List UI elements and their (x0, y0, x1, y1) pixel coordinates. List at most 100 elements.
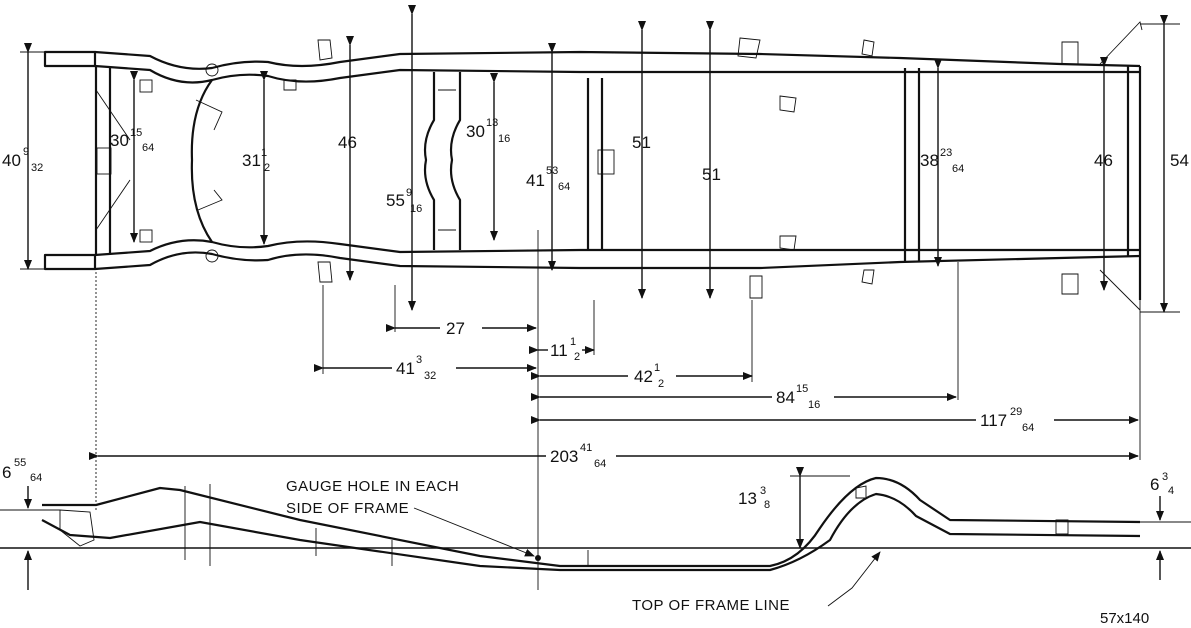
svg-text:16: 16 (808, 399, 820, 411)
fourth-crossmember (903, 68, 921, 262)
front-horn-side (59, 509, 95, 547)
rear-crossmember (1126, 66, 1142, 300)
small-bracket (283, 79, 297, 91)
dim-front-inner: 30 15 64 (110, 127, 154, 154)
svg-text:64: 64 (558, 181, 570, 193)
dim-51-b: 51 (702, 165, 721, 184)
spring-eye-front-top (205, 63, 219, 77)
svg-text:64: 64 (30, 472, 42, 484)
svg-text:4: 4 (1168, 485, 1174, 497)
gauge-hole-note: GAUGE HOLE IN EACH SIDE OF FRAME (286, 478, 535, 557)
dim-front-height: 6 55 64 (2, 457, 42, 484)
side-rail-bottom-outer (94, 251, 1141, 271)
dim-27: 27 (386, 319, 537, 338)
svg-text:64: 64 (1022, 422, 1034, 434)
side-view-dims (24, 467, 1164, 590)
figure-code: 57x140 (1100, 610, 1149, 627)
svg-text:32: 32 (31, 162, 43, 174)
svg-text:6: 6 (2, 463, 11, 482)
rear-hangers (1061, 41, 1079, 295)
center-crossmember-bolts (438, 89, 456, 231)
dim-kick-height: 13 3 8 (738, 485, 770, 511)
side-view-frame (0, 476, 1191, 572)
extension-lines (95, 230, 1141, 590)
gauge-hole (535, 555, 541, 561)
center-crossmember (423, 72, 462, 250)
svg-text:38: 38 (920, 151, 939, 170)
svg-text:64: 64 (952, 163, 964, 175)
plan-vertical-dims (20, 5, 1180, 313)
front-crossmember (94, 66, 112, 255)
plan-view-frame (43, 21, 1143, 311)
hangers-front (317, 39, 333, 283)
front-horn-bottom (43, 253, 97, 271)
second-crossmember-gussets (195, 99, 223, 211)
svg-text:16: 16 (498, 133, 510, 145)
svg-text:42: 42 (634, 367, 653, 386)
svg-text:11: 11 (550, 341, 568, 360)
side-rail-top-inner (94, 64, 1140, 84)
second-crossmember (190, 79, 213, 243)
bolt-block-1 (139, 79, 153, 93)
dim-117: 117 29 64 (531, 406, 1139, 434)
svg-text:84: 84 (776, 388, 795, 407)
svg-text:53: 53 (546, 165, 558, 177)
svg-text:41: 41 (580, 442, 592, 454)
front-braces (95, 89, 131, 231)
hangers-far-rear (861, 39, 875, 285)
svg-text:32: 32 (424, 370, 436, 382)
svg-text:55: 55 (386, 191, 405, 210)
svg-text:30: 30 (110, 131, 129, 150)
dim-46-rear: 46 (1094, 151, 1113, 170)
dim-center-width: 41 53 64 (526, 165, 570, 193)
svg-text:29: 29 (1010, 406, 1022, 418)
dim-46-front: 46 (338, 133, 357, 152)
svg-text:41: 41 (526, 171, 545, 190)
third-crossmember (586, 78, 604, 250)
side-brackets (855, 485, 1069, 535)
dim-42: 42 1 2 (531, 362, 753, 390)
svg-text:3: 3 (1162, 471, 1168, 483)
svg-text:2: 2 (264, 162, 270, 174)
svg-text:6: 6 (1150, 475, 1159, 494)
svg-text:2: 2 (658, 378, 664, 390)
dim-203: 203 41 64 (89, 442, 1139, 470)
dim-84: 84 15 16 (531, 383, 957, 411)
svg-text:40: 40 (2, 151, 21, 170)
svg-text:TOP OF FRAME LINE: TOP OF FRAME LINE (632, 597, 790, 614)
dim-front-crossmember: 31 1 2 (242, 147, 270, 174)
front-bracket (96, 147, 112, 175)
svg-text:27: 27 (446, 319, 465, 338)
dim-rear-height: 6 3 4 (1150, 471, 1174, 497)
svg-text:8: 8 (764, 499, 770, 511)
svg-text:9: 9 (23, 146, 29, 158)
dim-rear-inner: 38 23 64 (920, 147, 964, 175)
svg-text:13: 13 (738, 489, 757, 508)
svg-text:203: 203 (550, 447, 578, 466)
svg-text:3: 3 (416, 354, 422, 366)
dim-55: 55 9 16 (386, 187, 422, 215)
svg-text:3: 3 (760, 485, 766, 497)
svg-text:55: 55 (14, 457, 26, 469)
svg-text:2: 2 (574, 351, 580, 363)
svg-text:9: 9 (406, 187, 412, 199)
svg-text:16: 16 (410, 203, 422, 215)
svg-text:31: 31 (242, 151, 261, 170)
side-rail-bottom (41, 492, 1141, 572)
svg-text:SIDE OF FRAME: SIDE OF FRAME (286, 500, 409, 517)
svg-text:41: 41 (396, 359, 415, 378)
side-rail-bottom-inner (94, 239, 1140, 257)
rail-brackets (779, 95, 797, 251)
svg-text:64: 64 (594, 458, 606, 470)
side-crossmembers (184, 484, 589, 566)
dim-41: 41 3 32 (314, 354, 537, 382)
svg-text:117: 117 (980, 411, 1007, 430)
svg-text:GAUGE HOLE IN EACH: GAUGE HOLE IN EACH (286, 478, 459, 495)
dim-11: 11 1 2 (529, 336, 595, 363)
front-horn-top (43, 50, 97, 68)
side-rail-top-outer (94, 50, 1141, 70)
top-of-frame-note: TOP OF FRAME LINE (632, 551, 881, 614)
spring-eye-front-bottom (205, 249, 219, 263)
dim-51-a: 51 (632, 133, 651, 152)
